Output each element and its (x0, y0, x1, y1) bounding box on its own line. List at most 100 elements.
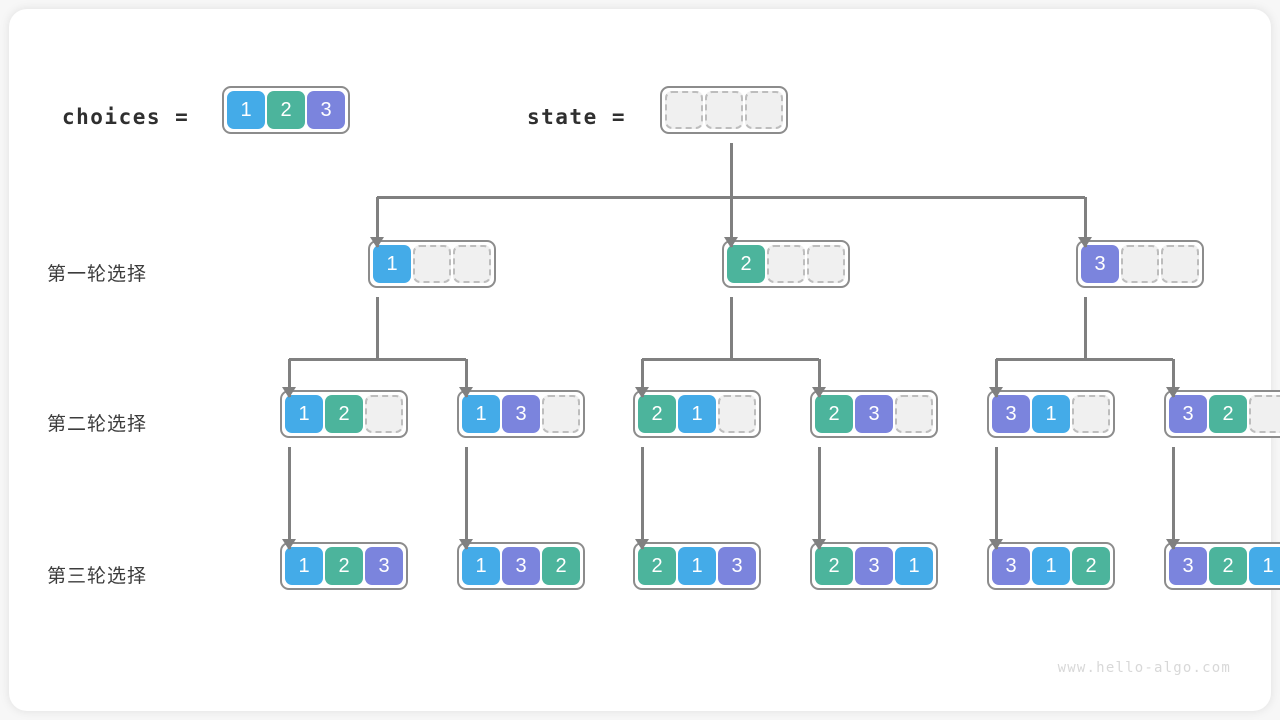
connector-to-r2-4 (817, 359, 821, 397)
arrowhead-r1-2 (724, 237, 738, 248)
connector-to-r1-1 (375, 197, 379, 247)
array-cell-empty (453, 245, 491, 283)
array-cell-filled: 3 (1169, 547, 1207, 585)
array-cell-filled: 3 (1081, 245, 1119, 283)
array-cell-filled: 3 (365, 547, 403, 585)
connector-to-r2-5 (994, 359, 998, 397)
state-node-r1-n2: 2 (722, 240, 850, 288)
array-cell-filled: 2 (267, 91, 305, 129)
arrowhead-r3-1 (282, 539, 296, 550)
array-cell-empty (542, 395, 580, 433)
array-cell-empty (365, 395, 403, 433)
array-cell-filled: 1 (678, 547, 716, 585)
arrowhead-r1-3 (1078, 237, 1092, 248)
array-cell-empty (1121, 245, 1159, 283)
connector-to-r3-3 (640, 447, 644, 549)
array-cell-filled: 2 (325, 547, 363, 585)
choices-label: choices = (62, 105, 190, 129)
array-cell-filled: 1 (1249, 547, 1280, 585)
array-cell-empty (1072, 395, 1110, 433)
arrowhead-r2-4 (812, 387, 826, 398)
array-cell-filled: 1 (895, 547, 933, 585)
array-cell-filled: 3 (307, 91, 345, 129)
array-cell-empty (665, 91, 703, 129)
array-cell-empty (745, 91, 783, 129)
array-cell-filled: 1 (1032, 395, 1070, 433)
connector-to-r2-1 (287, 359, 291, 397)
array-cell-filled: 1 (462, 547, 500, 585)
array-cell-filled: 3 (855, 395, 893, 433)
row-label-1: 第一轮选择 (47, 264, 148, 285)
connector-to-r3-2 (464, 447, 468, 549)
array-cell-filled: 2 (1209, 395, 1247, 433)
state-node-r1-n1: 1 (368, 240, 496, 288)
arrowhead-r2-3 (635, 387, 649, 398)
array-cell-filled: 3 (992, 395, 1030, 433)
array-cell-filled: 2 (815, 547, 853, 585)
connector-to-r1-2 (729, 197, 733, 247)
array-cell-empty (1249, 395, 1280, 433)
connector-root-stem (729, 143, 733, 197)
connector-to-r3-4 (817, 447, 821, 549)
array-cell-empty (413, 245, 451, 283)
array-cell-filled: 3 (855, 547, 893, 585)
array-cell-empty (807, 245, 845, 283)
array-cell-filled: 2 (542, 547, 580, 585)
arrowhead-r3-3 (635, 539, 649, 550)
connector-r1-stem-3 (1083, 297, 1087, 359)
arrowhead-r3-5 (989, 539, 1003, 550)
arrowhead-r1-1 (370, 237, 384, 248)
array-cell-empty (895, 395, 933, 433)
array-cell-filled: 2 (325, 395, 363, 433)
arrowhead-r2-6 (1166, 387, 1180, 398)
array-cell-filled: 1 (285, 547, 323, 585)
connector-to-r2-2 (464, 359, 468, 397)
arrowhead-r2-2 (459, 387, 473, 398)
array-cell-empty (705, 91, 743, 129)
arrowhead-r3-6 (1166, 539, 1180, 550)
array-cell-filled: 2 (638, 547, 676, 585)
array-cell-filled: 3 (502, 547, 540, 585)
array-cell-empty (767, 245, 805, 283)
array-cell-filled: 1 (227, 91, 265, 129)
arrowhead-r2-5 (989, 387, 1003, 398)
array-cell-filled: 2 (1209, 547, 1247, 585)
state-array (660, 86, 788, 134)
array-cell-filled: 2 (815, 395, 853, 433)
row-label-3: 第三轮选择 (47, 566, 148, 587)
array-cell-empty (1161, 245, 1199, 283)
connector-to-r1-3 (1083, 197, 1087, 247)
state-node-r1-n3: 3 (1076, 240, 1204, 288)
array-cell-filled: 2 (1072, 547, 1110, 585)
array-cell-filled: 2 (727, 245, 765, 283)
connector-to-r2-3 (640, 359, 644, 397)
row-label-2: 第二轮选择 (47, 414, 148, 435)
arrowhead-r2-1 (282, 387, 296, 398)
connector-to-r2-6 (1171, 359, 1175, 397)
array-cell-filled: 1 (285, 395, 323, 433)
array-cell-filled: 1 (462, 395, 500, 433)
connector-r1-bus-2 (642, 357, 819, 361)
array-cell-filled: 2 (638, 395, 676, 433)
arrowhead-r3-2 (459, 539, 473, 550)
array-cell-filled: 3 (1169, 395, 1207, 433)
connector-r1-stem-2 (729, 297, 733, 359)
connector-r1-bus-3 (996, 357, 1173, 361)
arrowhead-r3-4 (812, 539, 826, 550)
connector-r1-bus-1 (289, 357, 466, 361)
array-cell-filled: 1 (373, 245, 411, 283)
array-cell-empty (718, 395, 756, 433)
connector-to-r3-1 (287, 447, 291, 549)
connector-r1-stem-1 (375, 297, 379, 359)
